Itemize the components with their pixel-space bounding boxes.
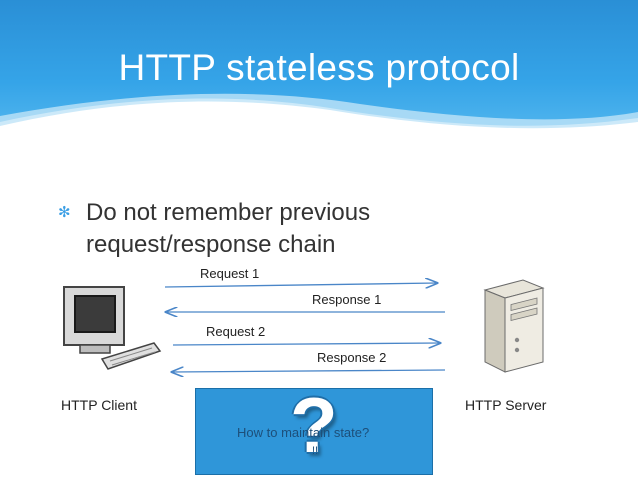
request-1-arrow bbox=[164, 283, 437, 287]
response-1-label: Response 1 bbox=[312, 292, 382, 307]
banner-wave-decoration bbox=[0, 93, 638, 150]
state-question-text: How to maintain state? bbox=[237, 425, 370, 440]
state-question-box bbox=[195, 388, 433, 475]
request-2-label: Request 2 bbox=[206, 324, 266, 339]
response-2-label: Response 2 bbox=[317, 350, 387, 365]
request-2-arrow bbox=[172, 343, 440, 345]
server-tower-icon bbox=[483, 279, 545, 373]
request-1-label: Request 1 bbox=[200, 266, 260, 281]
slide-title: HTTP stateless protocol bbox=[118, 47, 520, 88]
question-mark-icon: ? bbox=[290, 381, 338, 469]
asterisk-icon: ✻ bbox=[58, 204, 71, 221]
server-label: HTTP Server bbox=[465, 397, 547, 413]
state-question-subtext: !! bbox=[312, 445, 319, 457]
client-label: HTTP Client bbox=[61, 397, 137, 413]
title-banner: HTTP stateless protocol bbox=[0, 0, 638, 150]
bullet-point: ✻ Do not remember previous request/respo… bbox=[58, 197, 490, 261]
response-2-arrow bbox=[172, 370, 446, 372]
desktop-computer-icon bbox=[63, 286, 162, 370]
bullet-text: Do not remember previous request/respons… bbox=[86, 199, 371, 258]
